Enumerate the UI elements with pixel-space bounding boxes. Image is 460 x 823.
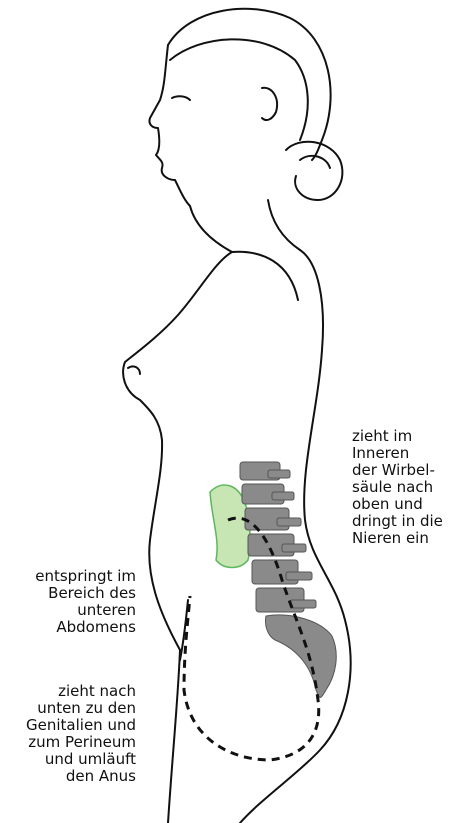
label-line: Inneren <box>352 445 443 462</box>
label-line: und umläuft <box>26 751 136 768</box>
label-line: zum Perineum <box>26 734 136 751</box>
label-line: der Wirbel- <box>352 462 443 479</box>
front-leg <box>168 650 180 823</box>
chest-outline <box>123 252 232 650</box>
label-line: Genitalien und <box>26 717 136 734</box>
neck-front <box>190 206 232 252</box>
face-profile <box>149 45 190 206</box>
ear <box>262 88 277 120</box>
hairline <box>170 39 308 140</box>
eye <box>172 96 190 100</box>
label-spine-path: zieht im Inneren der Wirbel- säule nach … <box>352 428 443 547</box>
label-line: Abdomens <box>35 619 136 636</box>
spine-vertebrae <box>240 462 336 698</box>
label-line: unteren <box>35 602 136 619</box>
label-origin: entspringt im Bereich des unteren Abdome… <box>35 568 136 636</box>
label-line: unten zu den <box>26 700 136 717</box>
label-line: dringt in die <box>352 513 443 530</box>
label-line: zieht nach <box>26 683 136 700</box>
label-line: zieht im <box>352 428 443 445</box>
shoulder <box>232 252 298 300</box>
label-line: Nieren ein <box>352 530 443 547</box>
hair-bun <box>286 142 342 200</box>
label-line: Bereich des <box>35 585 136 602</box>
label-line: oben und <box>352 496 443 513</box>
label-line: säule nach <box>352 479 443 496</box>
label-lower-path: zieht nach unten zu den Genitalien und z… <box>26 683 136 785</box>
label-line: entspringt im <box>35 568 136 585</box>
neck-back <box>268 200 300 250</box>
breast-nipple <box>128 366 140 374</box>
label-line: den Anus <box>26 768 136 785</box>
